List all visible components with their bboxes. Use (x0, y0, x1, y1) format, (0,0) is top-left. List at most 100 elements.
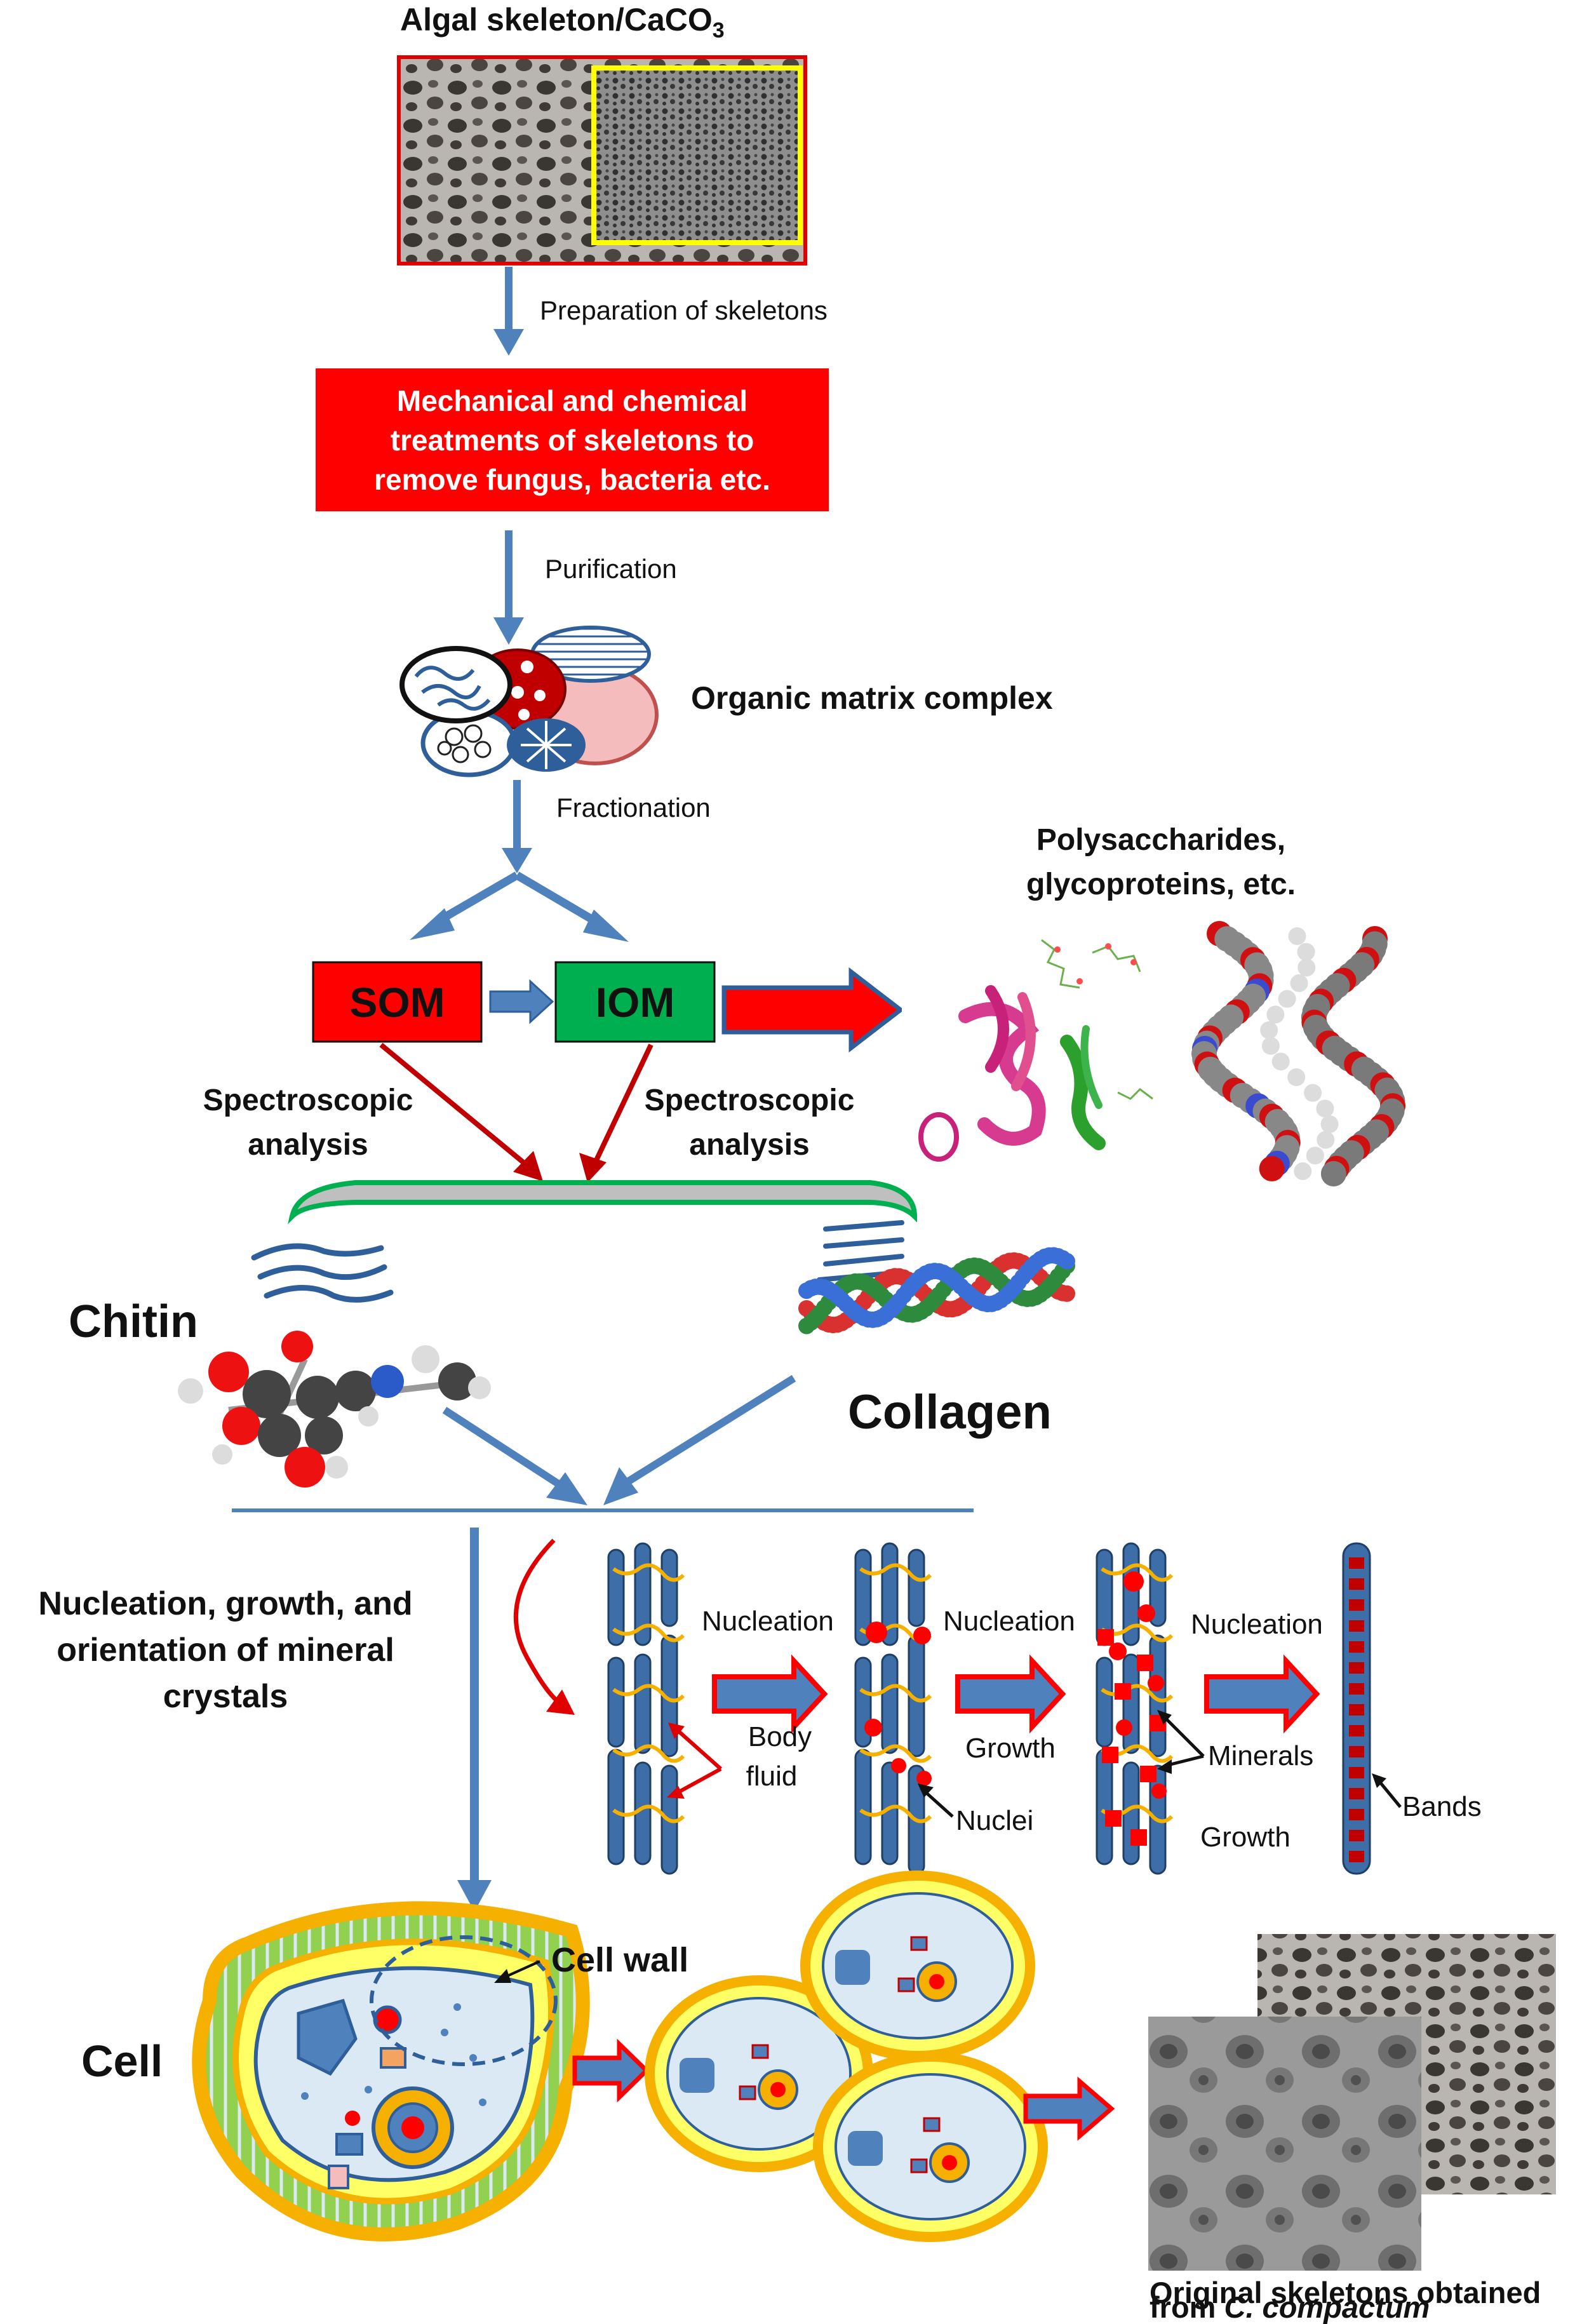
analysis-left-1: Spectroscopic (203, 1084, 413, 1117)
fiber-rod (607, 1749, 625, 1865)
treatment-line-1: Mechanical and chemical (396, 384, 748, 417)
band-mark (1349, 1662, 1364, 1674)
mineral-dot (1109, 1642, 1127, 1660)
organic-matrix-icon (399, 626, 659, 777)
cell-wall-label: Cell wall (551, 1941, 689, 1979)
analysis-right-1: Spectroscopic (644, 1084, 855, 1117)
body-fluid-label-2: fluid (746, 1761, 798, 1792)
mineral-block (1105, 1810, 1122, 1827)
nucleation-label-1: Nucleation (702, 1606, 834, 1637)
minerals-label: Minerals (1208, 1740, 1314, 1771)
cell-cytoplasm (835, 2073, 1026, 2220)
mineral-dot (1123, 1571, 1144, 1592)
chitin-ball-model (178, 1331, 491, 1488)
atom (1278, 990, 1296, 1008)
preparation-label: Preparation of skeletons (540, 295, 828, 325)
fiber-stage-1 (607, 1542, 685, 1875)
bands-label: Bands (1402, 1791, 1482, 1822)
iom-label: IOM (595, 978, 675, 1026)
atom (1297, 958, 1316, 977)
atom (1320, 1115, 1339, 1133)
atom (1320, 1161, 1346, 1186)
band-mark (1349, 1704, 1364, 1716)
fiber-rod (1122, 1653, 1140, 1754)
atom (1259, 1156, 1285, 1181)
atom (1304, 1084, 1322, 1102)
iom-to-polysaccharides-arrow (721, 967, 904, 1053)
polysaccharides-label-2: glycoproteins, etc. (1026, 868, 1296, 901)
chitin-label: Chitin (69, 1296, 198, 1347)
atom (1316, 1099, 1334, 1118)
fiber-strand (859, 1563, 932, 1582)
band-mark (1349, 1557, 1364, 1569)
band-mark (1349, 1746, 1364, 1757)
fiber-rod (1096, 1656, 1113, 1748)
helix-bead (1059, 1253, 1075, 1270)
flow-arrows (457, 267, 532, 1912)
cluster-to-skeleton-arrow (1023, 2076, 1115, 2141)
growth-label-2: Growth (1200, 1822, 1290, 1853)
treatment-line-3: remove fungus, bacteria etc. (374, 462, 770, 496)
cluster-cell-top (800, 1871, 1035, 2061)
fiber-strand (1101, 1623, 1174, 1642)
atom (1317, 1131, 1335, 1149)
polysaccharides-label-1: Polysaccharides, (1036, 823, 1286, 857)
treatment-box-text: Mechanical and chemical treatments of sk… (316, 368, 829, 511)
fiber-rod (908, 1548, 925, 1627)
fiber-rod (634, 1653, 652, 1754)
cell-vesicle (751, 2044, 769, 2059)
mineral-block (1097, 1629, 1114, 1646)
analysis-arrows (379, 1042, 654, 1168)
nucleation-label-2: Nucleation (943, 1606, 1075, 1637)
mineralization-fiber-stages (607, 1542, 1371, 1875)
atom (1290, 974, 1308, 992)
cell-label: Cell (81, 2036, 163, 2086)
atom (1288, 927, 1306, 945)
mineral-block (1130, 1829, 1147, 1846)
som-to-iom-arrow (489, 979, 554, 1024)
fiber-strand (612, 1804, 685, 1824)
cell-nucleus (680, 2058, 714, 2093)
mineral-block (1102, 1747, 1118, 1763)
cell-wall-pointer (494, 1960, 540, 1983)
treatment-line-2: treatments of skeletons to (390, 423, 754, 457)
fiber-strand (612, 1684, 685, 1703)
analysis-left-2: analysis (248, 1128, 368, 1162)
collagen-label: Collagen (848, 1385, 1052, 1439)
mineralization-heading-2: orientation of mineral (57, 1632, 394, 1669)
analysis-right-2: analysis (689, 1128, 810, 1162)
iom-box (554, 961, 716, 1043)
fiber-strand (859, 1744, 932, 1763)
fiber-rod (607, 1656, 625, 1748)
band-mark (1349, 1788, 1364, 1799)
atom (1266, 1005, 1285, 1024)
band-mark (1349, 1578, 1364, 1590)
band-mark (1349, 1830, 1364, 1841)
mineral-dot (1116, 1719, 1132, 1736)
stage-arrows (712, 1654, 1320, 1734)
atom (1260, 1021, 1278, 1039)
cell-cluster (645, 1871, 1048, 2242)
fiber-stage-3 (1096, 1542, 1174, 1875)
band-mark (1349, 1851, 1364, 1862)
cell-vesicle (739, 2085, 756, 2100)
atom (1261, 1037, 1280, 1055)
cell-cytoplasm (666, 1997, 852, 2151)
som-box (312, 961, 483, 1043)
fiber-rod (1096, 1749, 1113, 1865)
collagen-triple-helix (798, 1247, 1075, 1334)
mineralization-heading-1: Nucleation, growth, and (38, 1585, 413, 1622)
helix-bead (1059, 1285, 1075, 1302)
atom (1271, 1052, 1290, 1071)
original-skeletons-label-1: Original skeletons obtained (1150, 2276, 1541, 2309)
cluster-cell-left (645, 1975, 873, 2172)
glycoprotein-ribbon-image (902, 921, 1156, 1175)
cell-vesicle (910, 1936, 928, 1951)
mineral-dot (1148, 1675, 1164, 1691)
atom (1287, 1068, 1306, 1086)
purification-label: Purification (545, 554, 677, 584)
chitin-fibers-icon (251, 1243, 394, 1303)
band-mark (1349, 1641, 1364, 1653)
fiber-strand (1101, 1563, 1174, 1582)
